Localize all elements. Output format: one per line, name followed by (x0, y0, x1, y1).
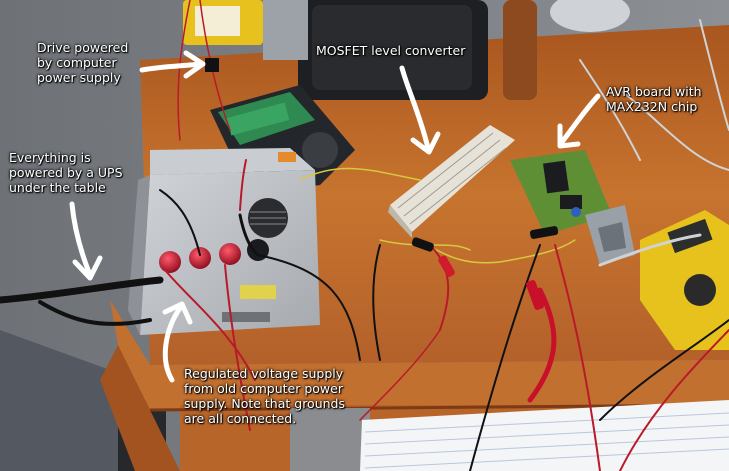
wood-post (503, 0, 537, 100)
annotation-ups: Everything is powered by a UPS under the… (9, 150, 123, 195)
annotation-mosfet: MOSFET level converter (316, 43, 466, 58)
probe-red (526, 280, 544, 310)
annotation-avr: AVR board with MAX232N chip (606, 84, 702, 114)
drive-connector (205, 58, 219, 72)
breadboard (390, 125, 515, 232)
psu-side (128, 175, 150, 335)
black-clip (411, 237, 434, 252)
psu-fan-grill (250, 211, 286, 225)
desk-front (100, 345, 180, 471)
breadboard-edge (388, 205, 412, 238)
metal-box (263, 0, 308, 60)
floor-right (290, 408, 370, 471)
annotation-supply: Regulated voltage supply from old comput… (184, 366, 345, 426)
desk-edge (110, 300, 729, 410)
cd-spindle (550, 0, 630, 32)
breadboard-holes (397, 132, 507, 225)
psu-vents (222, 312, 270, 322)
warning-sticker (240, 285, 276, 299)
db9-connector-icon (585, 205, 635, 265)
psu-sticker-orange (278, 152, 296, 162)
binding-post-icon (159, 239, 269, 273)
red-clip (438, 255, 455, 277)
probe-black (529, 226, 559, 239)
avr-board (510, 150, 612, 235)
max232-chip (560, 195, 582, 209)
speaker-shade (312, 5, 472, 90)
annotation-drive: Drive powered by computer power supply (37, 40, 129, 85)
arrow-icon (69, 50, 601, 383)
avr-chip (543, 160, 569, 194)
psu-top (150, 148, 315, 175)
blue-capacitor (571, 207, 581, 217)
multimeter-dial (684, 274, 716, 306)
notebook-lines (364, 412, 729, 469)
